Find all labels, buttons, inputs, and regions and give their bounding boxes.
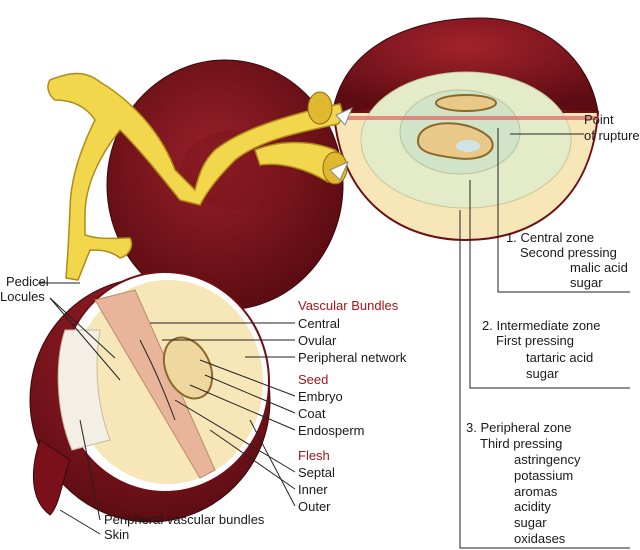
zone3-item-4: acidity (514, 499, 551, 514)
zone2-title: 2. Intermediate zone (482, 318, 601, 333)
zone2-item-1: tartaric acid (526, 350, 593, 365)
seed-coat-label: Coat (298, 406, 326, 421)
pedicel-label: Pedicel (6, 274, 49, 289)
seed-endosperm-label: Endosperm (298, 423, 364, 438)
leader-lines (38, 128, 630, 549)
vascular-bundles-heading: Vascular Bundles (298, 298, 399, 313)
point-of-rupture-label-2: of rupture (584, 128, 640, 143)
flesh-inner-label: Inner (298, 482, 328, 497)
zone2-item-2: sugar (526, 366, 559, 381)
peripheral-vascular-region (57, 329, 111, 451)
flesh-heading: Flesh (298, 448, 330, 463)
skin-label: Skin (104, 527, 129, 542)
skin-flap (32, 439, 71, 516)
seed-embryo-label: Embryo (298, 389, 343, 404)
seed (162, 336, 214, 400)
stem (47, 72, 353, 281)
zone3-item-5: sugar (514, 515, 547, 530)
septal-flesh (94, 289, 216, 479)
zone3-item-1: astringency (514, 452, 581, 467)
zone1-title: 1. Central zone (506, 230, 594, 245)
point-of-rupture-label-1: Point (584, 112, 614, 127)
vascular-peripheral-network-label: Peripheral network (298, 350, 407, 365)
zone1-pressing: Second pressing (520, 245, 617, 260)
zone2-pressing: First pressing (496, 333, 574, 348)
top-cut-grape (332, 17, 600, 242)
flesh-septal-label: Septal (298, 465, 335, 480)
peripheral-vascular-bundles-label: Peripheral vascular bundles (104, 512, 265, 527)
zone3-title: 3. Peripheral zone (466, 420, 572, 435)
zone3-pressing: Third pressing (480, 436, 562, 451)
bottom-cut-grape (29, 271, 271, 523)
flesh-outer-label: Outer (298, 499, 331, 514)
zone3-item-2: potassium (514, 468, 573, 483)
zone3-item-3: aromas (514, 484, 558, 499)
zone1-item-2: sugar (570, 275, 603, 290)
locules-label: Locules (0, 289, 45, 304)
top-seed-1 (435, 94, 497, 112)
zone1-item-1: malic acid (570, 260, 628, 275)
vascular-ovular-label: Ovular (298, 333, 337, 348)
seed-heading: Seed (298, 372, 328, 387)
vascular-central-label: Central (298, 316, 340, 331)
zone3-item-6: oxidases (514, 531, 566, 546)
